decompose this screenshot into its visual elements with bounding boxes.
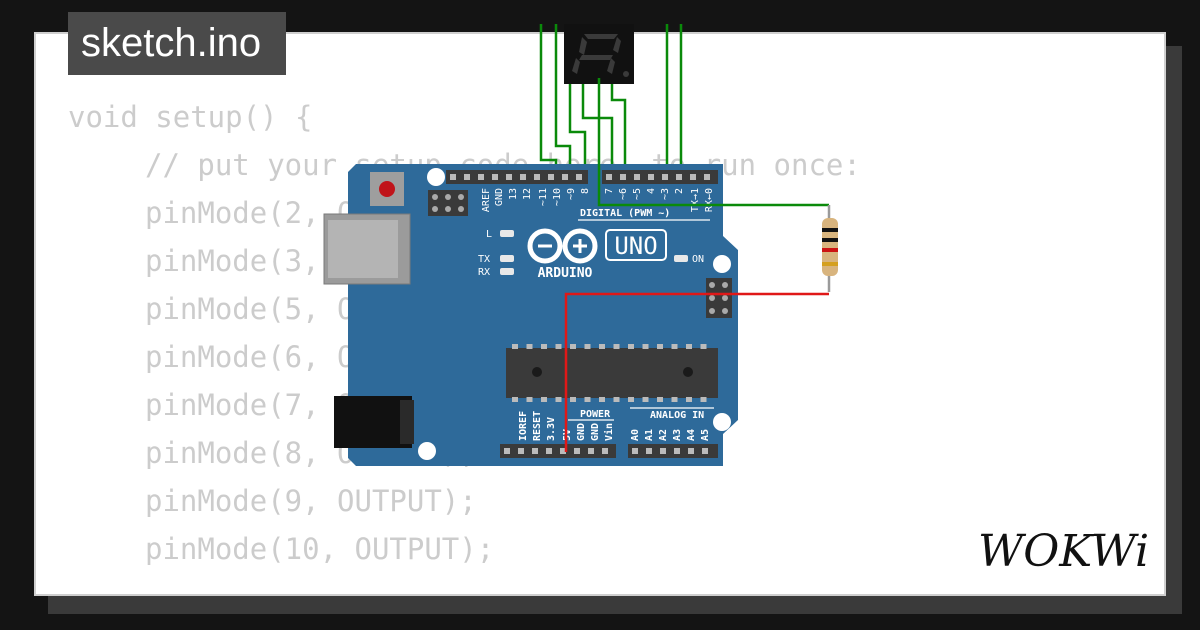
icsp-header-right xyxy=(706,278,732,318)
power-header xyxy=(500,444,616,458)
resistor-band xyxy=(822,238,838,242)
pin-label: A4 xyxy=(686,429,697,441)
mounting-hole xyxy=(713,255,731,273)
board-brand: ARDUINO xyxy=(538,266,593,281)
pin-label: A0 xyxy=(630,429,641,441)
wire xyxy=(568,78,587,176)
header-holes xyxy=(450,174,710,454)
arduino-logo-icon xyxy=(527,228,598,264)
power-jack-edge xyxy=(400,400,414,444)
atmega-chip xyxy=(506,344,718,402)
pin-label: AREF xyxy=(481,188,492,212)
resistor-band xyxy=(822,262,838,266)
pin-label: A5 xyxy=(700,429,711,441)
resistor-body xyxy=(822,218,838,276)
pin-label: RESET xyxy=(532,411,543,441)
wires-front xyxy=(564,78,829,452)
board-model: UNO xyxy=(614,232,657,260)
wire xyxy=(564,292,829,452)
resistor-band xyxy=(822,228,838,232)
wire xyxy=(539,24,558,176)
led-label-rx: RX xyxy=(478,267,490,278)
power-jack xyxy=(334,396,412,448)
wokwi-logo: WOKWi xyxy=(978,526,1149,576)
power-label: POWER xyxy=(580,409,611,420)
pin-label: 12 xyxy=(522,188,533,200)
mounting-hole xyxy=(713,413,731,431)
pin-label: TX→1 xyxy=(690,188,701,212)
icsp-header-top xyxy=(428,190,468,216)
pin-label: Vin xyxy=(603,423,615,441)
digital-label: DIGITAL (PWM ~) xyxy=(580,208,670,219)
led-label-l: L xyxy=(486,229,492,240)
led-rx xyxy=(500,268,514,275)
pin-label: ~10 xyxy=(552,188,563,206)
wokwi-logo-text: WOKWi xyxy=(978,526,1149,576)
display-segments xyxy=(572,34,629,77)
pin-label: 5V xyxy=(562,429,573,441)
pin-label: ~11 xyxy=(538,188,549,206)
reset-button-cap xyxy=(379,181,395,197)
code-line: pinMode(9, OUTPUT); xyxy=(145,484,477,518)
pin-label: IOREF xyxy=(518,411,529,441)
pin-label: 4 xyxy=(646,188,657,194)
led-tx xyxy=(500,255,514,262)
seven-segment-display[interactable] xyxy=(564,24,634,84)
pin-label: A2 xyxy=(658,429,669,441)
wire xyxy=(581,78,614,176)
led-label-tx: TX xyxy=(478,254,490,265)
pin-label: 8 xyxy=(580,188,591,194)
led-l xyxy=(500,230,514,237)
pin-label: ~3 xyxy=(660,188,671,200)
resistor-band xyxy=(822,248,838,252)
pin-label: GND xyxy=(590,423,601,441)
pin-label: ~6 xyxy=(618,188,629,200)
file-tab[interactable]: sketch.ino xyxy=(68,12,286,75)
mounting-hole xyxy=(418,442,436,460)
pin-label: A1 xyxy=(644,429,655,441)
pin-label: 3.3V xyxy=(546,417,557,441)
pin-label: A3 xyxy=(672,429,683,441)
pin-label: 13 xyxy=(508,188,519,200)
uno-badge xyxy=(605,229,667,261)
analog-header xyxy=(628,444,718,458)
wire xyxy=(597,78,829,207)
pin-label: 2 xyxy=(674,188,685,194)
mounting-hole xyxy=(427,168,445,186)
resistor[interactable] xyxy=(822,205,838,292)
led-on xyxy=(674,255,688,262)
pin-label: 7 xyxy=(604,188,615,194)
wire xyxy=(554,24,572,176)
code-line: pinMode(10, OUTPUT); xyxy=(145,532,495,566)
code-line: void setup() { xyxy=(68,100,313,134)
usb-port-inner xyxy=(328,220,398,278)
analog-label: ANALOG IN xyxy=(650,410,704,421)
digital-header-left xyxy=(446,170,588,184)
wire xyxy=(610,78,627,176)
pin-label: ~9 xyxy=(566,188,577,200)
digital-header-right xyxy=(602,170,718,184)
pin-label: RX←0 xyxy=(704,188,715,212)
pin-label: GND xyxy=(494,188,505,206)
led-label-on: ON xyxy=(692,254,704,265)
pin-label: ~5 xyxy=(632,188,643,200)
pin-label: GND xyxy=(576,423,587,441)
